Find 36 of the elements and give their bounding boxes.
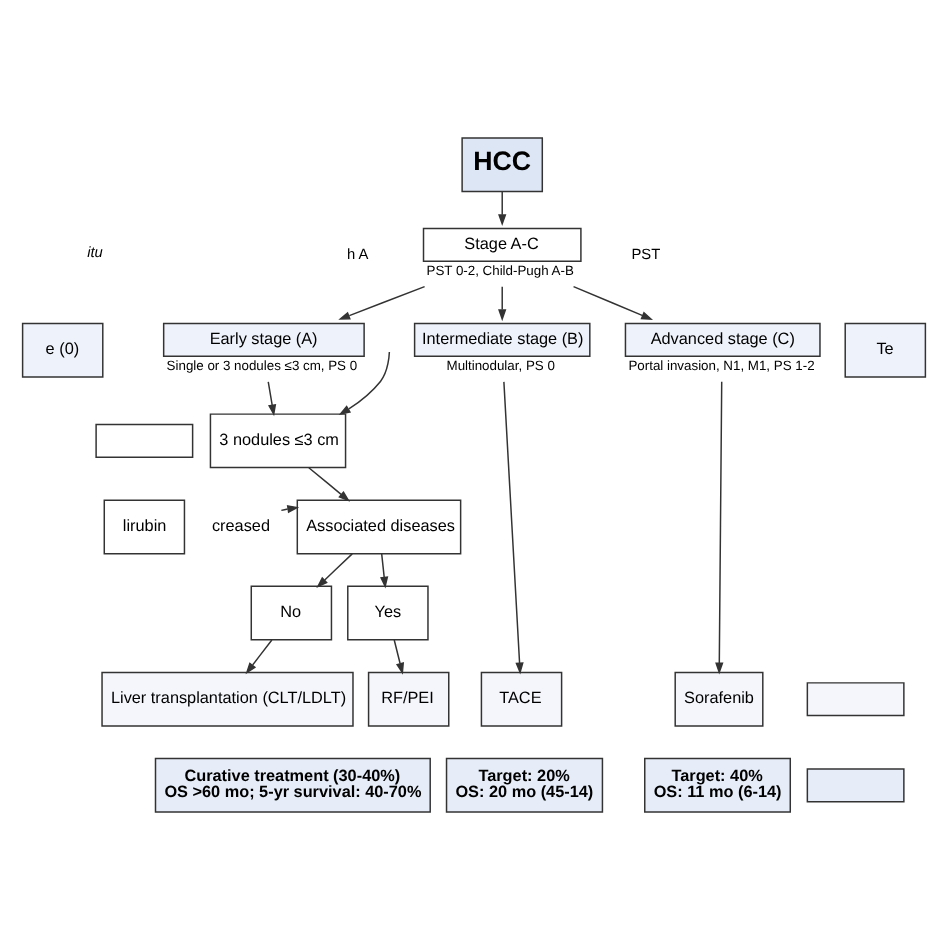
arrow	[380, 552, 389, 588]
label: PST	[631, 243, 661, 262]
arrow	[498, 189, 507, 226]
arrow	[267, 380, 277, 416]
node-box: Associated diseases	[296, 498, 462, 554]
node-box: lirubin	[103, 498, 186, 554]
node-box: 3 nodules ≤3 cm	[209, 412, 347, 468]
node-box: Target: 40% OS: 11 mo (6-14)	[644, 756, 791, 812]
node-box: Sorafenib	[674, 670, 764, 726]
node-box	[806, 767, 905, 802]
arrow	[498, 285, 507, 321]
arrow	[338, 350, 391, 415]
node-box	[806, 681, 905, 716]
arrow	[316, 552, 353, 587]
node-box: Curative treatment (30-40%) OS >60 mo; 5-yr survival: 40-70%	[154, 756, 431, 812]
node-box: Yes	[347, 584, 429, 640]
arrow	[245, 638, 273, 674]
arrow	[308, 466, 351, 501]
node-box: Liver transplantation (CLT/LDLT)	[101, 670, 354, 726]
node-box: Te	[844, 321, 927, 377]
node-box: No	[250, 584, 333, 640]
node-box: e (0)	[21, 321, 104, 377]
label: h A	[347, 243, 369, 262]
node-box: HCC	[461, 136, 544, 192]
label: itu	[87, 242, 103, 261]
arrow	[715, 380, 724, 674]
arrow	[338, 284, 426, 319]
node-text: creased	[211, 516, 270, 535]
node-box	[95, 422, 194, 457]
node-box: RF/PEI	[367, 670, 450, 726]
node-box: TACE	[480, 670, 563, 726]
node-box: Target: 20% OS: 20 mo (45-14)	[445, 756, 604, 812]
arrow	[393, 638, 405, 674]
arrow	[280, 503, 300, 513]
arrow	[572, 284, 654, 319]
arrow	[503, 380, 524, 674]
